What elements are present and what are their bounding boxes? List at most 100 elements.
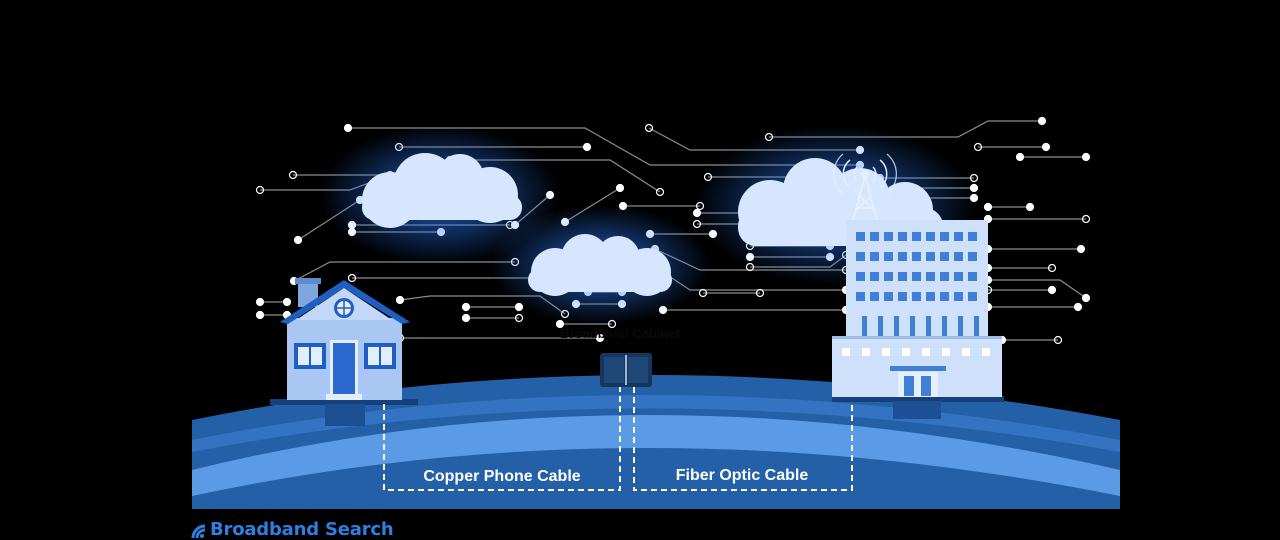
building-window	[898, 292, 907, 301]
building-lower-window	[982, 348, 990, 356]
circuit-node	[1076, 244, 1086, 254]
building-window	[926, 232, 935, 241]
circuit-node	[1037, 116, 1047, 126]
building-window	[856, 252, 865, 261]
building-window	[912, 272, 921, 281]
ground-globe	[192, 375, 1120, 509]
cloud-middle	[528, 234, 672, 296]
circuit-node	[514, 313, 524, 323]
building-window	[968, 292, 977, 301]
copper-cable-path	[383, 387, 621, 491]
circuit-node	[698, 288, 708, 298]
circuit-node	[973, 142, 983, 152]
cable-paths	[383, 387, 853, 491]
circuit-node	[1015, 152, 1025, 162]
copper-cable-label: Copper Phone Cable	[423, 468, 580, 485]
circuit-node	[1041, 142, 1051, 152]
brand-name: Broadband Search	[210, 519, 394, 540]
building-window	[954, 272, 963, 281]
circuit-node	[644, 123, 654, 133]
building-window	[912, 232, 921, 241]
circuit-node	[615, 183, 625, 193]
cabinet-label: Broadband Cabinet	[560, 326, 681, 341]
circuit-node	[755, 288, 765, 298]
circuit-node	[343, 123, 353, 133]
building-window	[968, 272, 977, 281]
circuit-node	[255, 185, 265, 195]
circuit-line	[988, 279, 1087, 299]
circuit-node	[1081, 152, 1091, 162]
building-column	[862, 316, 867, 336]
building-window	[968, 232, 977, 241]
building-lower-window	[882, 348, 890, 356]
circuit-node	[655, 187, 665, 197]
fiber-cable-path	[633, 387, 853, 491]
building-window	[898, 232, 907, 241]
brand-logo: Broadband Search	[190, 519, 394, 540]
circuit-node	[1025, 202, 1035, 212]
circuit-node	[255, 297, 265, 307]
circuit-node	[1053, 335, 1063, 345]
building-column	[894, 316, 899, 336]
circuit-node	[288, 170, 298, 180]
broadband-cabinet	[600, 353, 652, 387]
building-window	[856, 272, 865, 281]
circuit-node	[983, 202, 993, 212]
circuit-node	[1047, 263, 1057, 273]
circuit-node	[582, 142, 592, 152]
building-window	[912, 292, 921, 301]
building-window	[954, 292, 963, 301]
house	[270, 278, 418, 426]
building-window	[968, 252, 977, 261]
building-window	[954, 252, 963, 261]
building-window	[898, 252, 907, 261]
building-window	[856, 292, 865, 301]
fiber-cable-label: Fiber Optic Cable	[676, 467, 809, 484]
building-window	[870, 232, 879, 241]
circuit-node	[347, 273, 357, 283]
building-window	[926, 292, 935, 301]
building-lower-window	[962, 348, 970, 356]
building-window	[884, 232, 893, 241]
building-window	[884, 252, 893, 261]
building-column	[958, 316, 963, 336]
circuit-node	[1047, 285, 1057, 295]
circuit-node	[293, 235, 303, 245]
circuit-node	[461, 302, 471, 312]
building-window	[926, 272, 935, 281]
wifi-arc-icon	[191, 524, 206, 538]
building-window	[870, 272, 879, 281]
building-column	[942, 316, 947, 336]
cloud-left	[362, 153, 522, 228]
building-lower-window	[842, 348, 850, 356]
building-window	[940, 292, 949, 301]
building-window	[870, 292, 879, 301]
building-column	[910, 316, 915, 336]
circuit-node	[1081, 293, 1091, 303]
circuit-node	[969, 173, 979, 183]
building-windows	[842, 232, 990, 356]
circuit-node	[1081, 214, 1091, 224]
building-window	[912, 252, 921, 261]
building-window	[856, 232, 865, 241]
building-window	[926, 252, 935, 261]
building-window	[940, 252, 949, 261]
building-lower-window	[862, 348, 870, 356]
circuit-node	[595, 333, 605, 343]
building-lower-window	[902, 348, 910, 356]
circuit-node	[282, 297, 292, 307]
circuit-node	[461, 313, 471, 323]
building-window	[884, 272, 893, 281]
building-window	[954, 232, 963, 241]
building-window	[884, 292, 893, 301]
building-column	[926, 316, 931, 336]
building-lower-window	[922, 348, 930, 356]
cell-tower-icon	[833, 153, 897, 221]
building-window	[940, 272, 949, 281]
building-lower-window	[942, 348, 950, 356]
building-window	[870, 252, 879, 261]
building-column	[974, 316, 979, 336]
building-window	[898, 272, 907, 281]
circuit-node	[255, 310, 265, 320]
